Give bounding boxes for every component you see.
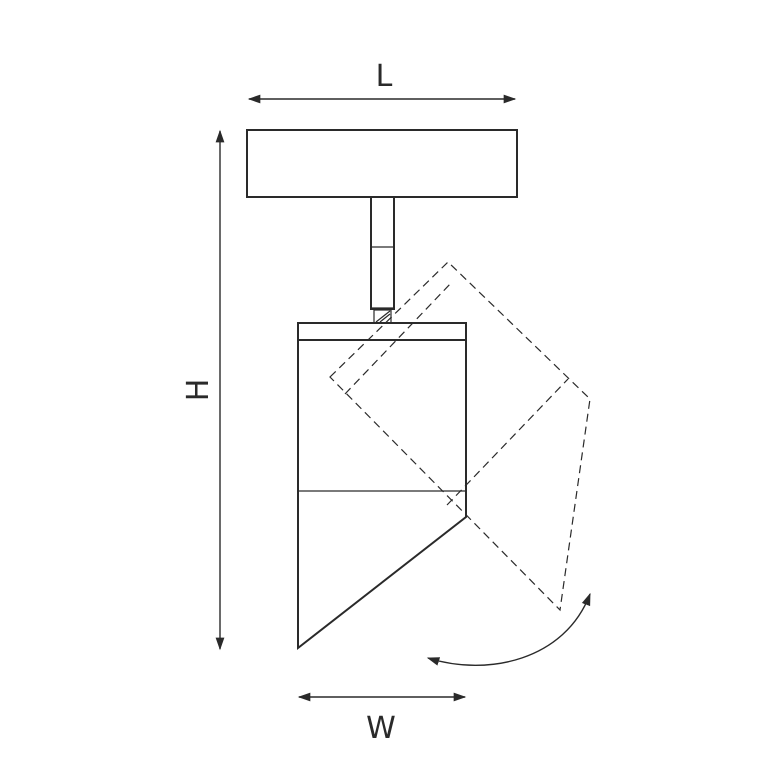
stem [370,196,395,324]
height-label: H [181,379,216,402]
length-label: L [376,59,393,94]
mounting-base [246,129,518,198]
spot-head [297,322,467,651]
width-label: W [366,711,396,746]
rotation-arrow [426,592,591,666]
tilted-spot-head [329,261,591,612]
